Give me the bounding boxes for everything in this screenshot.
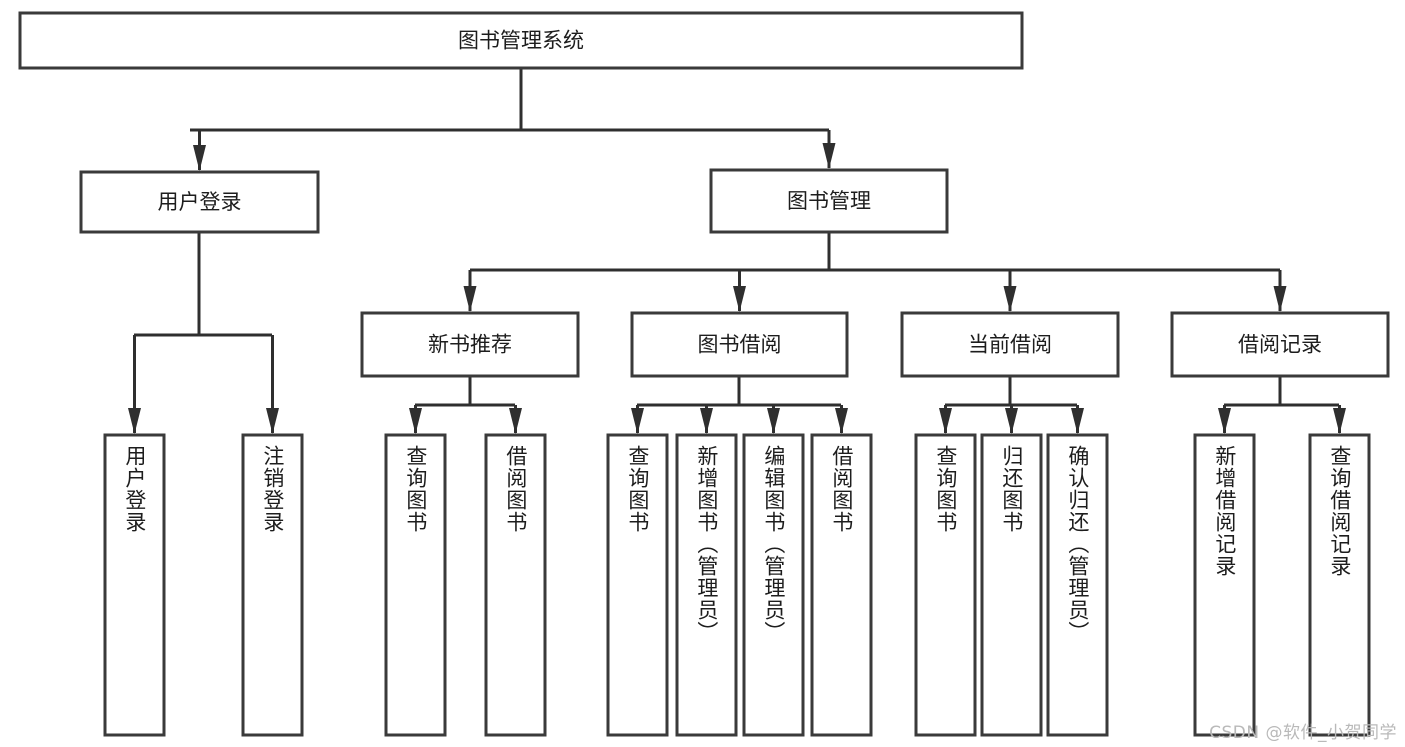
node-box-user-login[interactable] [79, 170, 320, 234]
node-box-new-book-rec[interactable] [360, 311, 580, 378]
connector-lines [128, 68, 1346, 434]
node-label-borrow-record: 借阅记录 [1238, 333, 1322, 357]
node-box-leaf-user-login[interactable] [103, 433, 166, 737]
arrow-head-icon-root-user-login [193, 145, 206, 171]
node-box-book-manage[interactable] [709, 168, 949, 234]
node-label-user-login: 用户登录 [158, 190, 242, 214]
node-box-leaf-query-book-cur[interactable] [914, 433, 977, 737]
node-box-leaf-borrow-book[interactable] [810, 433, 873, 737]
node-boxes [18, 11, 1390, 737]
watermark-credit: CSDN @软件_小贺同学 [1209, 723, 1397, 743]
arrow-head-icon-leaf-query-book-borrow [631, 408, 644, 434]
node-box-leaf-query-book-borrow[interactable] [606, 433, 669, 737]
arrow-head-icon-leaf-return-book [1005, 408, 1018, 434]
arrow-head-icon-leaf-edit-book [767, 408, 780, 434]
arrow-head-icon-leaf-add-record [1218, 408, 1231, 434]
arrow-head-icon-leaf-confirm-return [1071, 408, 1084, 434]
arrow-head-icon-bm-book-borrow [733, 286, 746, 312]
node-box-leaf-add-record[interactable] [1193, 433, 1256, 737]
node-box-root-system[interactable] [18, 11, 1024, 70]
arrow-head-icon-leaf-add-book [700, 408, 713, 434]
arrow-head-icon-leaf-query-book-rec [409, 408, 422, 434]
node-box-borrow-record[interactable] [1170, 311, 1390, 378]
arrow-head-icon-bm-new-book-rec [463, 286, 477, 312]
node-label-book-manage: 图书管理 [787, 189, 871, 213]
arrow-head-icon-leaf-query-book-cur [939, 408, 952, 434]
node-box-current-borrow[interactable] [900, 311, 1120, 378]
arrow-head-icon-bm-current-borrow [1003, 286, 1017, 312]
node-label-new-book-rec: 新书推荐 [428, 333, 512, 357]
node-label-root-system: 图书管理系统 [458, 29, 584, 53]
arrow-head-icon-bm-borrow-record [1273, 286, 1287, 312]
arrow-head-icon-leaf-query-record [1333, 408, 1346, 434]
arrow-head-icon-leaf-user-login [128, 408, 141, 434]
arrow-head-icon-leaf-user-logout [266, 408, 279, 434]
node-box-leaf-add-book[interactable] [675, 433, 738, 737]
node-box-leaf-edit-book[interactable] [742, 433, 805, 737]
arrow-head-icon-leaf-borrow-book-rec [509, 408, 522, 434]
arrow-head-icon-leaf-borrow-book [835, 408, 848, 434]
node-box-leaf-user-logout[interactable] [241, 433, 304, 737]
node-box-leaf-confirm-return[interactable] [1046, 433, 1109, 737]
node-box-leaf-return-book[interactable] [980, 433, 1043, 737]
node-label-current-borrow: 当前借阅 [968, 333, 1052, 357]
node-box-leaf-query-record[interactable] [1308, 433, 1371, 737]
node-box-leaf-query-book-rec[interactable] [384, 433, 447, 737]
node-label-book-borrow: 图书借阅 [698, 333, 782, 357]
arrow-head-icon-root-book-manage [822, 143, 836, 169]
node-box-book-borrow[interactable] [630, 311, 849, 378]
node-box-leaf-borrow-book-rec[interactable] [484, 433, 547, 737]
